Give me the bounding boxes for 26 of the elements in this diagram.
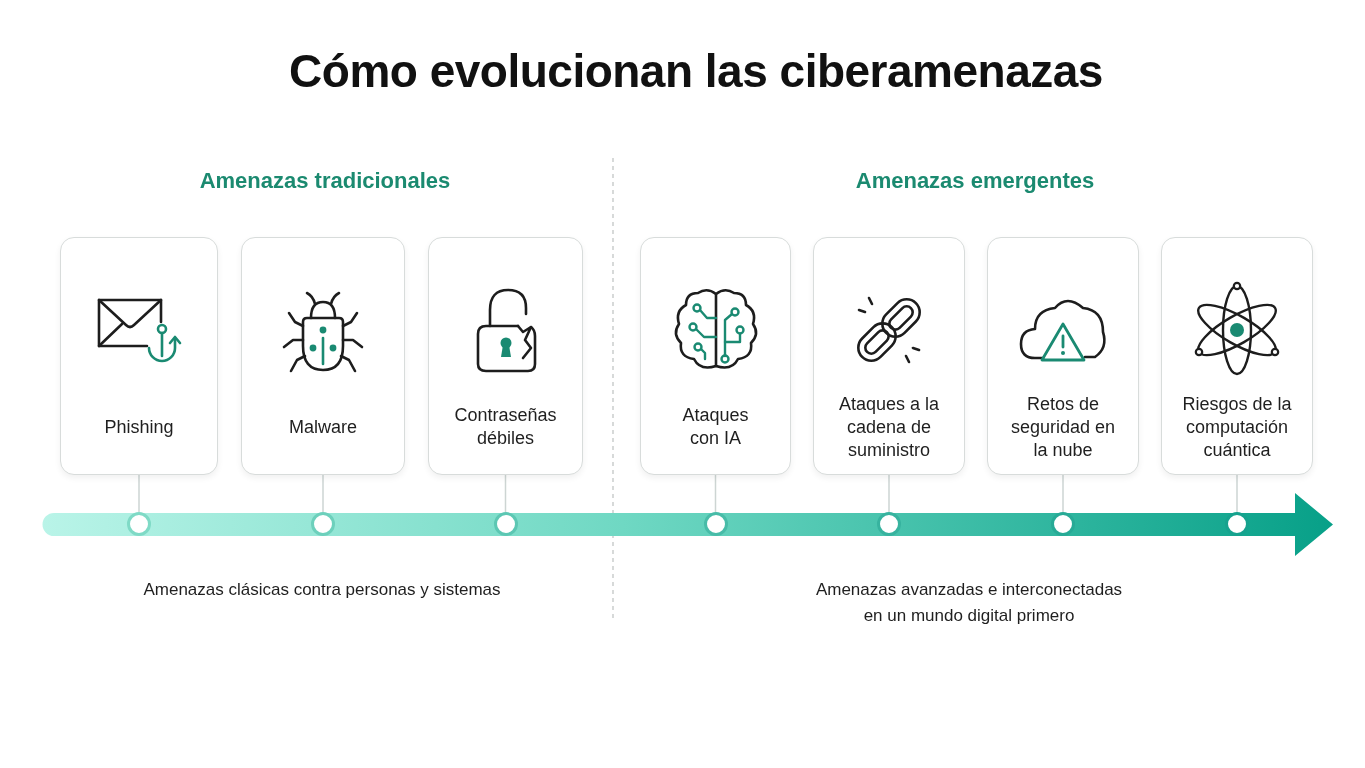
page-title: Cómo evolucionan las ciberamenazas (288, 44, 1104, 98)
card-label: Ataques con IA (681, 404, 750, 450)
threat-card (60, 237, 218, 475)
card-label: Ataques a la cadena de suministro (837, 392, 941, 462)
threat-card (640, 237, 791, 475)
connector-line (1062, 474, 1064, 513)
card-label: Retos de seguridad en la nube (1009, 392, 1117, 462)
section-heading: Amenazas tradicionales (198, 167, 452, 195)
connector-line (888, 474, 890, 513)
connector-line (504, 474, 507, 513)
card-label: Riesgos de la computación cuántica (1181, 392, 1293, 462)
section-caption: Amenazas clásicas contra personas y sistemas (142, 579, 502, 601)
threat-card (813, 237, 965, 475)
card-label: Malware (289, 415, 357, 439)
card-label: Contraseñas débiles (453, 404, 558, 450)
section-heading: Amenazas emergentes (854, 167, 1096, 195)
threat-card (1161, 237, 1313, 475)
threat-card (987, 237, 1139, 475)
connector-line (714, 474, 717, 513)
card-label: Phishing (104, 415, 174, 439)
threat-card (241, 237, 405, 475)
connector-line (138, 474, 140, 513)
threat-card (428, 237, 583, 475)
section-caption: Amenazas avanzadas e interconectadas en un mundo digital primero (814, 579, 1124, 627)
connector-line (1236, 474, 1238, 513)
connector-line (322, 474, 324, 513)
